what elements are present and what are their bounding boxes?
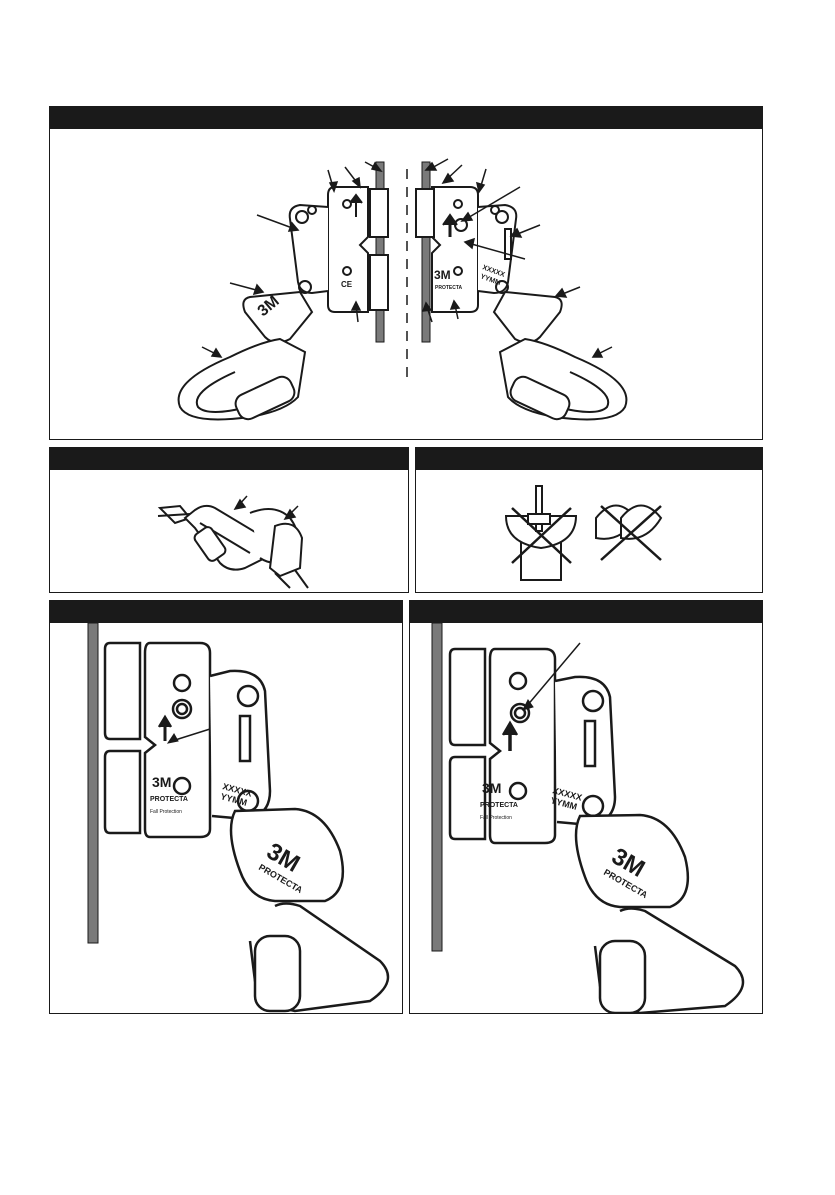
overview-diagram: 3M bbox=[50, 107, 763, 440]
device-sub-logo: PROTECTA bbox=[435, 285, 463, 291]
detail-a-tagline: Fall Protection bbox=[150, 809, 182, 815]
ce-mark: CE bbox=[341, 280, 353, 289]
panel-overview: 3M bbox=[49, 106, 763, 440]
detail-b-diagram: 3M PROTECTA Fall Protection XXXXX YYMM 3… bbox=[410, 601, 763, 1014]
connect-diagram bbox=[50, 448, 409, 593]
detail-b-logo: 3M bbox=[482, 780, 501, 796]
device-logo-3m: 3M bbox=[434, 268, 451, 282]
panel-detail-a: 3M PROTECTA Fall Protection XXXXX YYMM 3… bbox=[49, 600, 403, 1014]
incorrect-diagram bbox=[416, 448, 763, 593]
panel-incorrect bbox=[415, 447, 763, 593]
detail-a-diagram: 3M PROTECTA Fall Protection XXXXX YYMM 3… bbox=[50, 601, 403, 1014]
panel-connect bbox=[49, 447, 409, 593]
panel-detail-b: 3M PROTECTA Fall Protection XXXXX YYMM 3… bbox=[409, 600, 763, 1014]
detail-b-tagline: Fall Protection bbox=[480, 815, 512, 821]
detail-a-sub-logo: PROTECTA bbox=[150, 796, 188, 803]
detail-a-logo: 3M bbox=[152, 774, 171, 790]
detail-b-sub-logo: PROTECTA bbox=[480, 802, 518, 809]
